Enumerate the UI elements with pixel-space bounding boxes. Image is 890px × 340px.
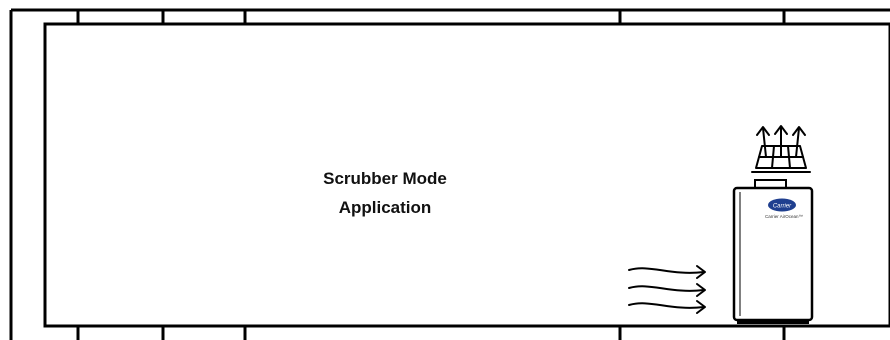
unit-foot: [737, 319, 809, 324]
unit-model-text: Carrier AirOcean™: [765, 214, 803, 219]
room-outline: [43, 22, 890, 328]
brand-logo-icon: [768, 198, 796, 212]
diagram-title-line2: Application: [338, 198, 432, 217]
airflow-arrow: [628, 302, 705, 309]
airflow-arrowhead: [696, 265, 706, 279]
brand-logo-text: Carrier: [773, 204, 792, 210]
airflow-arrowhead: [696, 300, 706, 314]
ceiling-beams: [76, 10, 786, 24]
floor-beams: [76, 326, 786, 340]
airflow-arrow: [628, 267, 705, 274]
airflow-arrowhead: [696, 283, 706, 297]
diagram-title-line1: Scrubber Mode: [323, 169, 447, 188]
airflow-intake-arrows-icon: [628, 265, 706, 314]
scrubber-unit: Carrier Carrier AirOcean™: [732, 179, 814, 324]
upward-exhaust-arrows-icon: [751, 125, 811, 173]
outer-wall-frame: [9, 8, 890, 340]
airflow-arrow: [628, 285, 705, 292]
